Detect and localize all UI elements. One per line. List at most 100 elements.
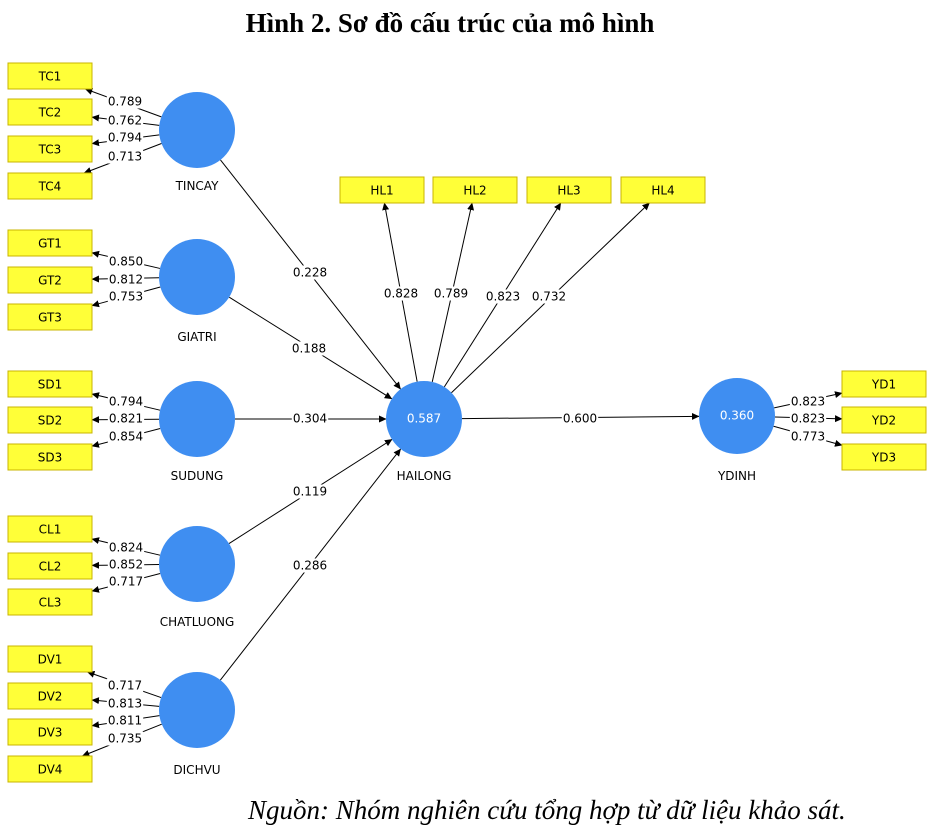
- loading-value-dv1: 0.717: [108, 679, 142, 693]
- construct-name-hailong: HAILONG: [397, 469, 452, 483]
- path-coef-giatri: 0.188: [292, 342, 326, 356]
- indicator-box-cl3: [7, 588, 93, 616]
- loading-value-sd1-bg: [107, 394, 145, 409]
- indicator-label-dv2: DV2: [38, 690, 63, 704]
- loading-value-hl2-bg: [432, 286, 470, 301]
- path-coef-chatluong: 0.119: [293, 485, 327, 499]
- path-coef-tincay: 0.228: [293, 266, 327, 280]
- indicator-label-sd3: SD3: [38, 451, 63, 465]
- loading-value-hl3-bg: [484, 289, 522, 304]
- loading-value-cl3: 0.717: [109, 575, 143, 589]
- loading-value-tc2: 0.762: [108, 114, 142, 128]
- indicator-box-hl4: [620, 176, 706, 204]
- loading-value-sd1: 0.794: [109, 395, 143, 409]
- construct-circle-ydinh: [699, 378, 775, 454]
- loading-value-yd2-bg: [789, 411, 827, 426]
- construct-name-tincay: TINCAY: [175, 179, 220, 193]
- indicator-box-gt1: [7, 229, 93, 257]
- path-coef-tincay-bg: [291, 265, 329, 280]
- path-coef-hailong: 0.600: [563, 412, 597, 426]
- indicator-label-tc3: TC3: [38, 143, 62, 157]
- loading-value-hl4-bg: [530, 289, 568, 304]
- indicator-box-sd1: [7, 370, 93, 398]
- indicator-label-hl2: HL2: [463, 184, 486, 198]
- loading-value-dv4-bg: [106, 731, 144, 746]
- indicator-label-cl3: CL3: [39, 596, 62, 610]
- indicator-label-hl4: HL4: [651, 184, 674, 198]
- loading-value-dv2-bg: [106, 696, 144, 711]
- indicator-box-dv3: [7, 718, 93, 746]
- loading-value-yd1: 0.823: [791, 395, 825, 409]
- loading-value-hl1-bg: [382, 286, 420, 301]
- indicator-box-sd3: [7, 443, 93, 471]
- construct-name-dichvu: DICHVU: [173, 763, 220, 777]
- loading-value-yd1-bg: [789, 394, 827, 409]
- loading-value-sd2: 0.821: [109, 412, 143, 426]
- path-coef-dichvu-bg: [291, 558, 329, 573]
- loading-value-gt2-bg: [107, 272, 145, 287]
- loading-value-gt2: 0.812: [109, 273, 143, 287]
- loading-value-yd3-bg: [789, 429, 827, 444]
- indicator-box-tc1: [7, 62, 93, 90]
- indicator-box-yd1: [841, 370, 927, 398]
- loading-value-sd2-bg: [107, 411, 145, 426]
- construct-circle-giatri: [159, 239, 235, 315]
- loading-value-gt3: 0.753: [109, 290, 143, 304]
- indicator-box-gt2: [7, 266, 93, 294]
- indicator-label-dv3: DV3: [38, 726, 63, 740]
- loading-value-gt3-bg: [107, 289, 145, 304]
- indicator-label-gt3: GT3: [38, 311, 62, 325]
- construct-circle-dichvu: [159, 672, 235, 748]
- loading-value-sd3-bg: [107, 429, 145, 444]
- indicator-box-yd3: [841, 443, 927, 471]
- indicator-label-dv4: DV4: [38, 763, 63, 777]
- indicator-box-cl2: [7, 552, 93, 580]
- indicator-box-tc3: [7, 135, 93, 163]
- path-coef-dichvu: 0.286: [293, 559, 327, 573]
- indicator-label-cl1: CL1: [39, 523, 62, 537]
- construct-name-sudung: SUDUNG: [171, 469, 224, 483]
- source-note: Nguồn: Nhóm nghiên cứu tổng hợp từ dữ li…: [248, 795, 846, 825]
- loading-value-tc4: 0.713: [108, 150, 142, 164]
- indicator-box-yd2: [841, 406, 927, 434]
- path-coef-chatluong-bg: [291, 484, 329, 499]
- loading-value-dv4: 0.735: [108, 732, 142, 746]
- indicator-label-hl3: HL3: [557, 184, 580, 198]
- indicator-label-yd3: YD3: [871, 451, 896, 465]
- loading-value-hl3: 0.823: [486, 290, 520, 304]
- indicator-label-gt1: GT1: [38, 237, 62, 251]
- indicator-box-hl2: [432, 176, 518, 204]
- indicator-label-hl1: HL1: [370, 184, 393, 198]
- indicator-label-tc4: TC4: [38, 180, 62, 194]
- loading-value-cl1-bg: [107, 540, 145, 555]
- indicator-box-dv4: [7, 755, 93, 783]
- path-coef-sudung-bg: [291, 411, 329, 426]
- loading-value-tc4-bg: [106, 149, 144, 164]
- indicator-box-hl1: [339, 176, 425, 204]
- construct-name-giatri: GIATRI: [177, 330, 216, 344]
- indicator-box-dv1: [7, 645, 93, 673]
- loading-value-dv1-bg: [106, 678, 144, 693]
- indicator-box-gt3: [7, 303, 93, 331]
- indicator-label-cl2: CL2: [39, 560, 62, 574]
- construct-circle-hailong: [386, 381, 462, 457]
- indicator-label-tc2: TC2: [38, 106, 62, 120]
- loading-value-tc3: 0.794: [108, 131, 142, 145]
- loading-value-yd2: 0.823: [791, 412, 825, 426]
- indicator-label-sd2: SD2: [38, 414, 63, 428]
- indicator-label-yd2: YD2: [871, 414, 896, 428]
- loading-value-cl2-bg: [107, 557, 145, 572]
- loading-value-tc3-bg: [106, 130, 144, 145]
- indicator-label-gt2: GT2: [38, 274, 62, 288]
- loading-value-dv3: 0.811: [108, 714, 142, 728]
- construct-circle-sudung: [159, 381, 235, 457]
- figure-title: Hình 2. Sơ đồ cấu trúc của mô hình: [245, 8, 655, 38]
- loading-value-dv3-bg: [106, 713, 144, 728]
- loading-value-gt1: 0.850: [109, 255, 143, 269]
- indicator-label-sd1: SD1: [38, 378, 63, 392]
- construct-circle-tincay: [159, 92, 235, 168]
- construct-name-ydinh: YDINH: [717, 469, 756, 483]
- indicator-label-yd1: YD1: [871, 378, 896, 392]
- indicator-box-tc4: [7, 172, 93, 200]
- loading-value-tc1-bg: [106, 94, 144, 109]
